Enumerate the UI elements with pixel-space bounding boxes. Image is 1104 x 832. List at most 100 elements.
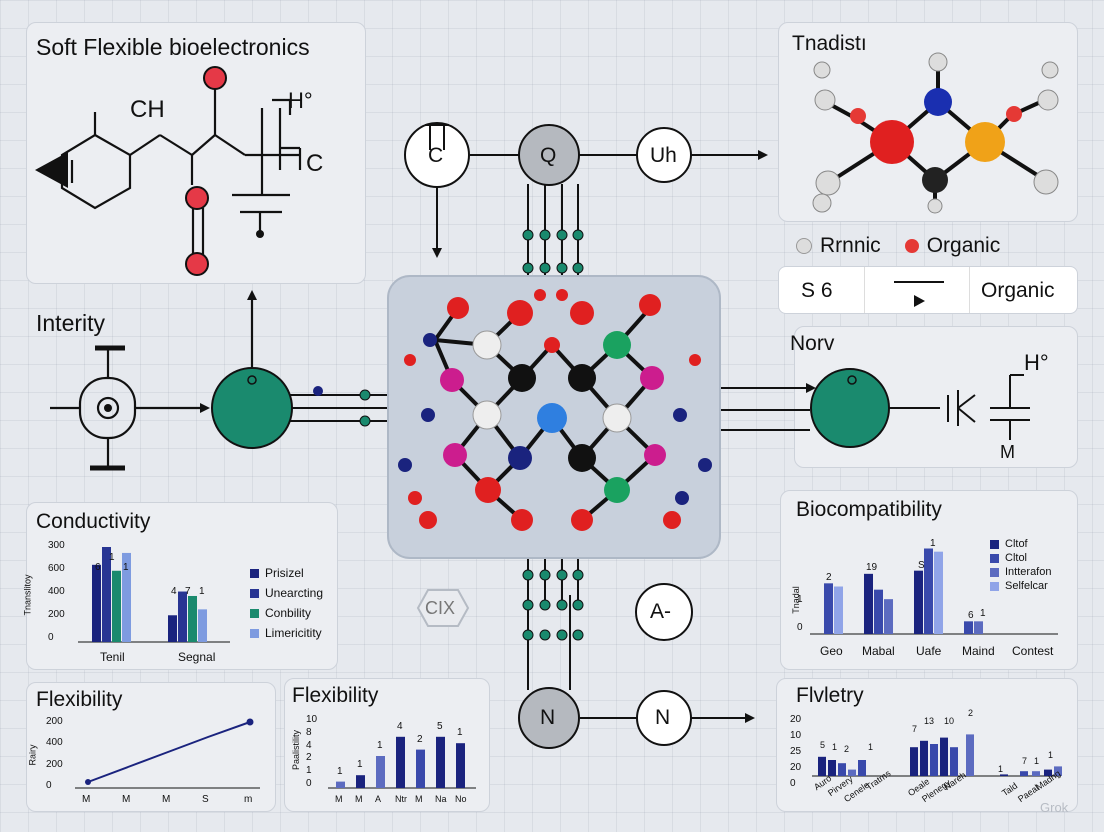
legend-label: Prisizel bbox=[265, 566, 304, 580]
bar bbox=[858, 760, 866, 776]
bar bbox=[436, 736, 445, 788]
bar-value-label: 7 bbox=[912, 724, 918, 734]
red-atom-swatch bbox=[904, 239, 919, 253]
legend-swatch bbox=[990, 553, 999, 563]
y-tick-label: 600 bbox=[48, 563, 65, 574]
series-line bbox=[87, 721, 251, 783]
y-tick-label: 0 bbox=[48, 632, 54, 643]
legend-label: Cltol bbox=[1005, 552, 1028, 564]
x-tick-label: S bbox=[202, 794, 209, 805]
x-tick-label: No bbox=[455, 794, 467, 804]
node-c-label: C bbox=[428, 144, 444, 167]
interity-title: Interity bbox=[36, 310, 106, 336]
bar-value-label: 6 bbox=[95, 562, 101, 573]
bar-value-label: 2 bbox=[826, 572, 832, 583]
h-label: H° bbox=[288, 88, 313, 113]
conductivity-title: Conductivity bbox=[36, 510, 151, 533]
y-tick-label: 20 bbox=[790, 714, 802, 725]
y-tick-label: 10 bbox=[306, 714, 318, 725]
bar-value-label: 4 bbox=[397, 720, 403, 732]
bar bbox=[848, 769, 856, 776]
bar-value-label: S bbox=[918, 560, 925, 571]
y-tick-label: 1 bbox=[306, 765, 312, 777]
bar-value-label: 7 bbox=[185, 586, 191, 597]
left-teal-node bbox=[211, 367, 293, 449]
node-a-icon bbox=[635, 583, 693, 641]
bar bbox=[356, 775, 365, 788]
bar bbox=[964, 621, 973, 634]
bar-value-label: 4 bbox=[171, 586, 177, 597]
play-symbol-icon bbox=[894, 281, 944, 307]
node-q-icon bbox=[518, 124, 580, 186]
node-uh-label: Uh bbox=[650, 144, 677, 167]
x-tick-label: M bbox=[122, 794, 131, 805]
y-tick-label: 10 bbox=[790, 730, 802, 741]
legend-label: Cltof bbox=[1005, 538, 1028, 550]
flexibility-line-title: Flexibility bbox=[36, 688, 123, 711]
legend-label: Unearcting bbox=[265, 586, 324, 600]
bar-value-label: 1 bbox=[930, 538, 936, 549]
property-box: S 6 Organic bbox=[778, 266, 1078, 314]
y-tick-label: 300 bbox=[48, 540, 65, 551]
bar bbox=[934, 551, 943, 634]
x-tick-label: Mabal bbox=[862, 644, 895, 658]
y-tick-label: 400 bbox=[46, 737, 63, 749]
bar bbox=[178, 591, 187, 642]
legend-entry: Prisizel bbox=[250, 566, 304, 580]
bar-value-label: 7 bbox=[1022, 756, 1028, 766]
legend-entry: Conbility bbox=[250, 606, 311, 620]
bar bbox=[188, 595, 197, 642]
bar bbox=[122, 552, 131, 642]
bar bbox=[974, 621, 983, 634]
bar bbox=[818, 756, 826, 776]
bar bbox=[914, 570, 923, 634]
node-n1-icon bbox=[518, 687, 580, 749]
bar-value-label: 1 bbox=[337, 765, 343, 777]
bar bbox=[910, 747, 918, 776]
bar bbox=[838, 763, 846, 776]
x-tick-label: A bbox=[375, 794, 382, 804]
bar bbox=[112, 570, 121, 642]
bar bbox=[824, 583, 833, 634]
y-tick-label: 0 bbox=[797, 622, 803, 633]
gray-atom-swatch bbox=[796, 238, 812, 254]
y-tick-label: 1 bbox=[797, 594, 803, 605]
bar-value-label: 19 bbox=[866, 562, 878, 573]
x-tick-label: m bbox=[244, 794, 253, 805]
legend-right-label: Organic bbox=[926, 234, 1001, 257]
right-teal-node bbox=[810, 368, 890, 448]
norv-m-label: M bbox=[1000, 442, 1015, 462]
bar bbox=[336, 781, 345, 788]
legend-entry: Intterafon bbox=[990, 566, 1051, 578]
legend-swatch bbox=[250, 628, 259, 638]
bar bbox=[874, 589, 883, 634]
flexibility-bar-panel bbox=[284, 678, 490, 812]
y-tick-label: 0 bbox=[790, 778, 796, 789]
bar-value-label: 1 bbox=[123, 562, 129, 573]
bar bbox=[834, 586, 843, 634]
x-tick-label: M bbox=[355, 794, 363, 804]
node-uh-icon bbox=[636, 127, 692, 183]
hexagon-icon bbox=[416, 589, 470, 627]
ch-label: CH bbox=[130, 96, 165, 123]
soft-bioelectronics-title: Soft Flexible bioelectronics bbox=[36, 34, 310, 60]
node-n1-label: N bbox=[540, 706, 556, 729]
bar bbox=[1020, 771, 1028, 776]
bar bbox=[92, 564, 101, 642]
bar bbox=[198, 609, 207, 642]
bar bbox=[884, 599, 893, 634]
cond-x-label-1: Segnal bbox=[178, 650, 216, 664]
bar-value-label: 2 bbox=[844, 744, 850, 754]
bar bbox=[376, 756, 385, 788]
node-a-label: A- bbox=[650, 600, 671, 623]
property-box-divider-2 bbox=[969, 267, 970, 313]
flexibility-bar-title: Flexibility bbox=[292, 684, 379, 707]
legend-label: Selfelcar bbox=[1005, 580, 1048, 592]
bar-value-label: 1 bbox=[457, 727, 463, 739]
y-tick-label: 0 bbox=[306, 778, 312, 789]
